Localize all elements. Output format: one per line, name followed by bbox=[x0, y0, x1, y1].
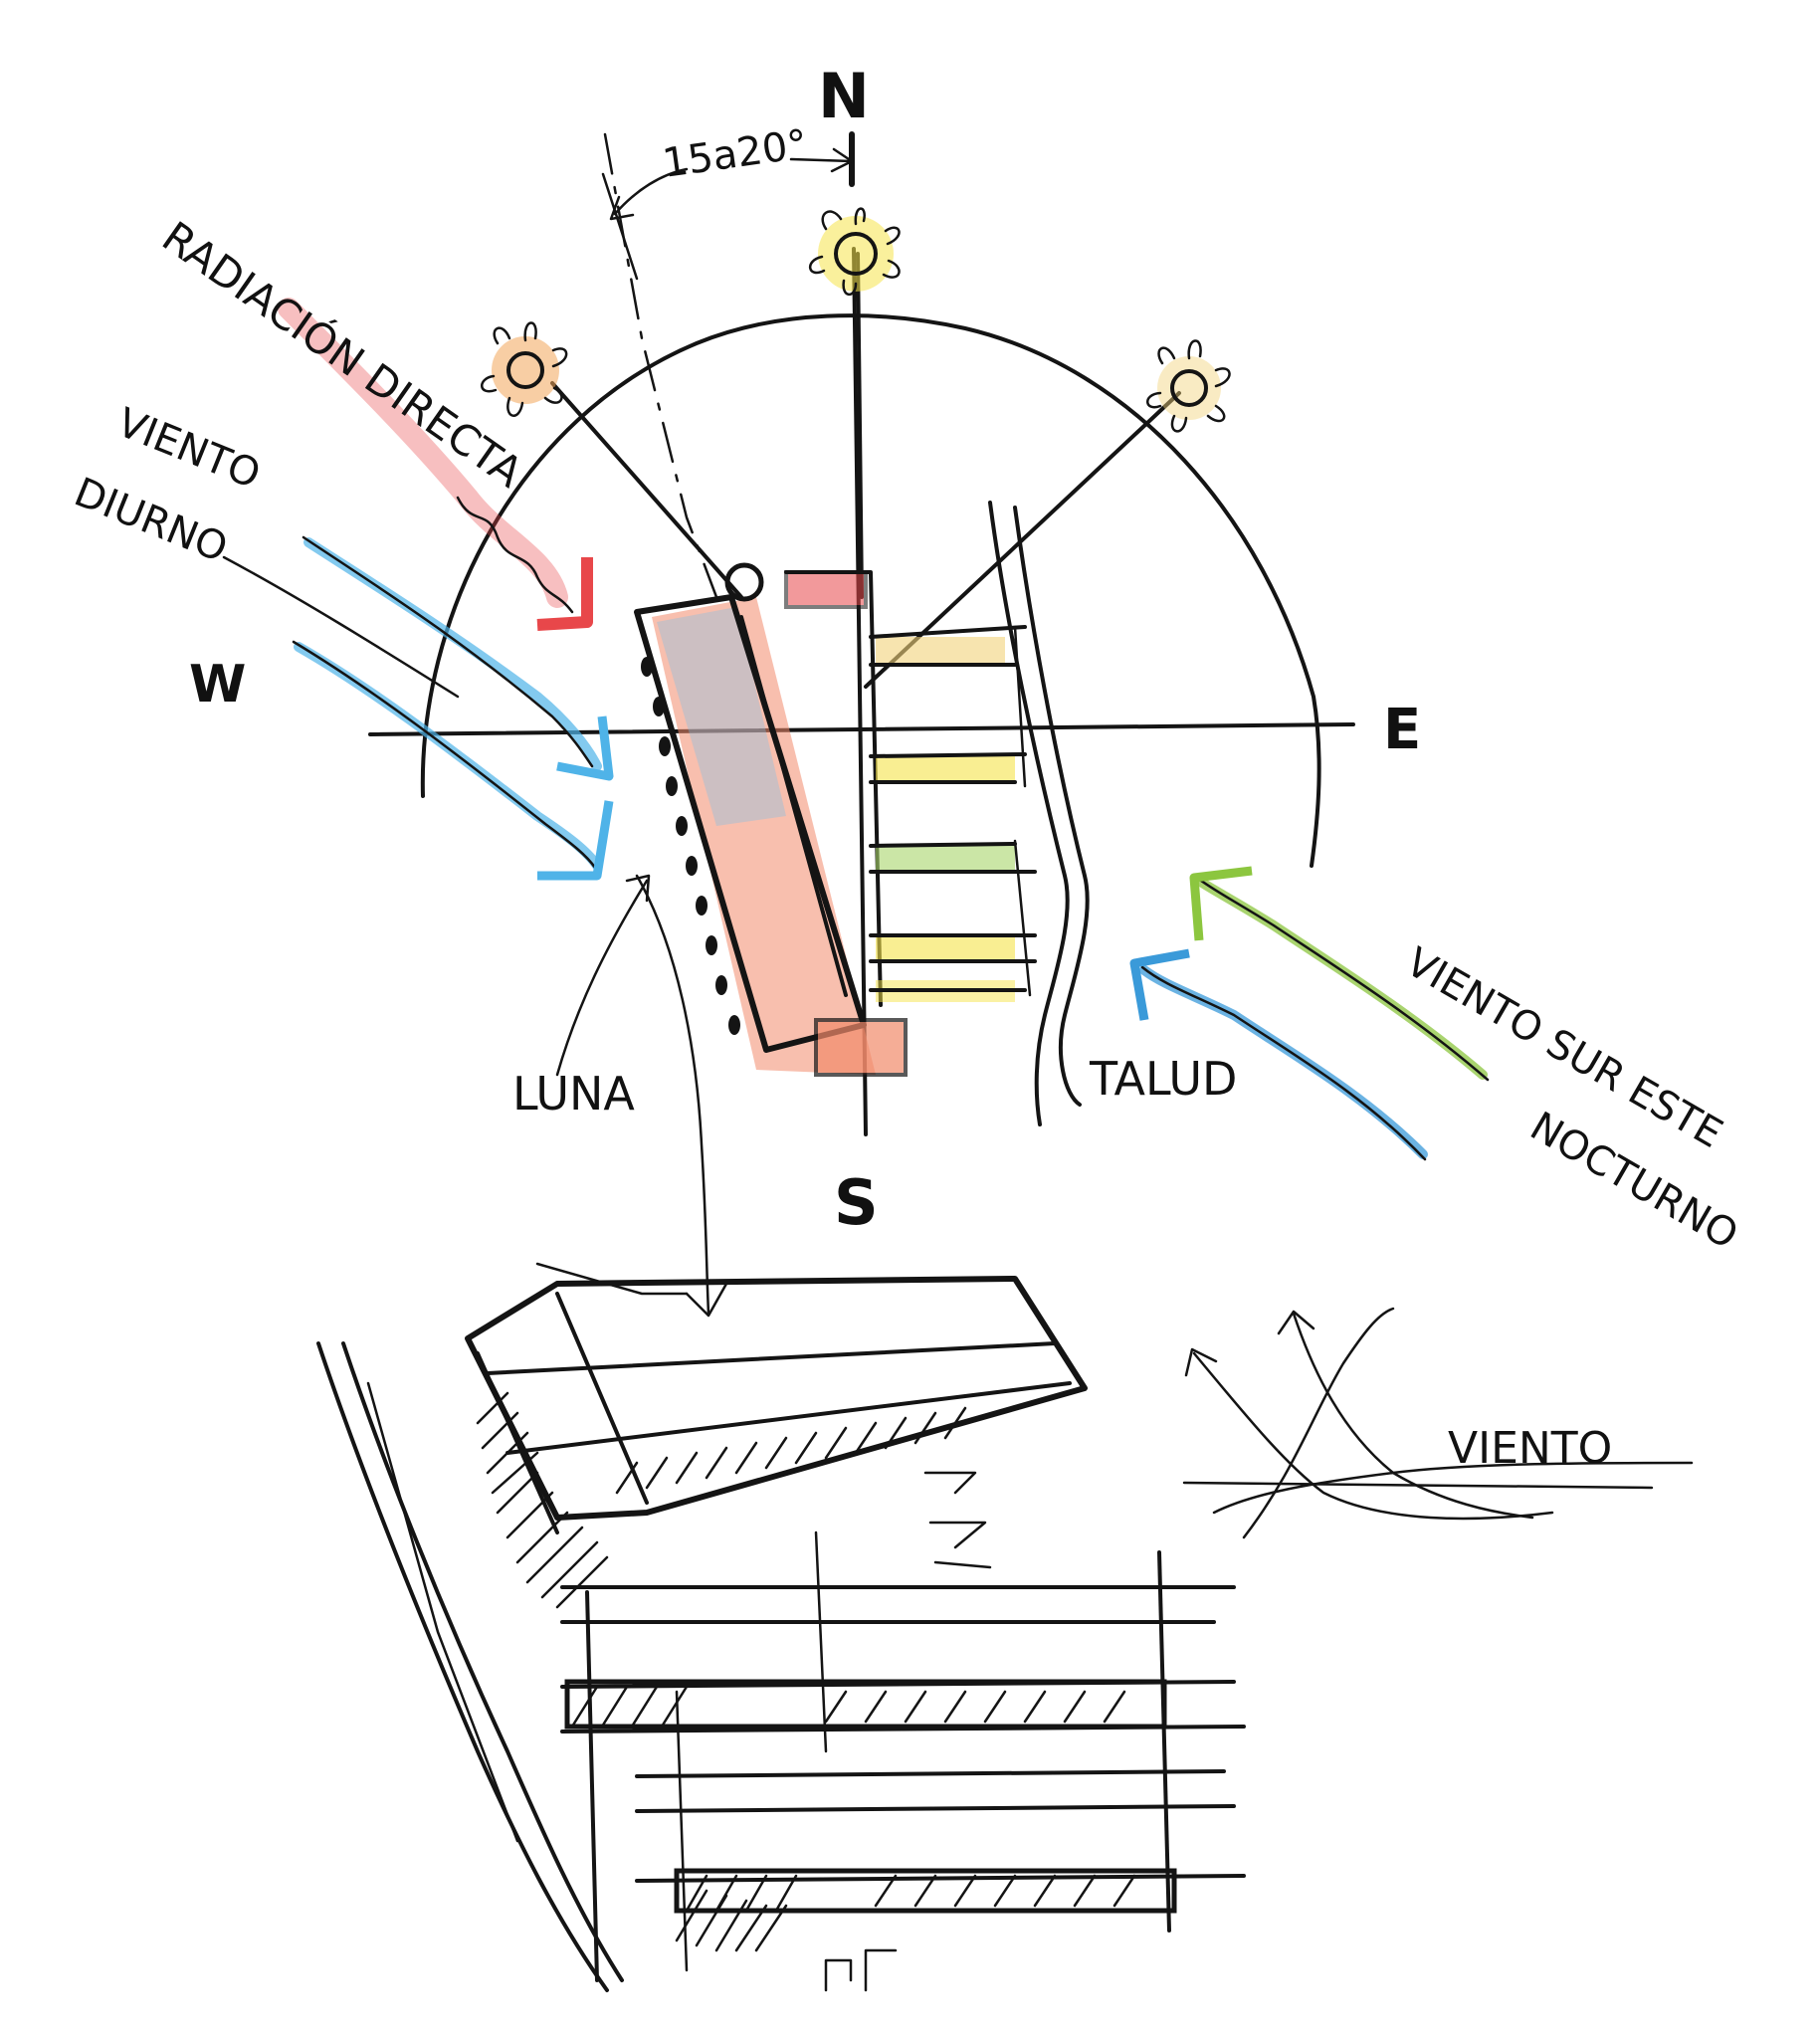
cantilever-hatching bbox=[615, 1406, 967, 1495]
wind-label: VIENTO bbox=[1448, 1423, 1612, 1474]
compass-north-label: N bbox=[818, 60, 870, 132]
moon-arrow bbox=[555, 874, 651, 1077]
sun-north-glow bbox=[818, 216, 894, 292]
angle-arrow-right bbox=[830, 147, 854, 173]
slope-lines bbox=[988, 501, 1090, 1126]
east-louvers bbox=[869, 625, 1037, 1002]
wind-curves bbox=[1182, 1307, 1694, 1539]
angle-label: 15a20° bbox=[660, 121, 810, 187]
sun-east-glow bbox=[1157, 356, 1221, 420]
building-top-block bbox=[784, 570, 868, 609]
building-fill bbox=[652, 597, 876, 1075]
west-colonnade bbox=[641, 657, 740, 1035]
building-fill-blue bbox=[657, 607, 786, 826]
angle-dimension-line bbox=[789, 157, 854, 163]
angle-dimension-arc bbox=[613, 167, 689, 216]
sun-east bbox=[1146, 339, 1231, 433]
moon-label: LUNA bbox=[512, 1067, 635, 1121]
sun-ray-north bbox=[856, 252, 864, 599]
sun-east-rays bbox=[1146, 339, 1231, 433]
angle-arrow-left bbox=[609, 195, 635, 221]
compass-east-label: E bbox=[1383, 698, 1421, 762]
section-sketch bbox=[316, 1262, 1694, 1992]
entry-node bbox=[724, 562, 764, 602]
sun-ray-west bbox=[550, 381, 743, 599]
rotated-axis-dashed bbox=[603, 132, 718, 599]
sun-west-rays bbox=[481, 321, 568, 417]
section-connector-arc bbox=[635, 874, 710, 1316]
sun-west-icon bbox=[506, 351, 544, 389]
sun-north bbox=[809, 207, 901, 297]
night-wind-arrows bbox=[1129, 866, 1490, 1161]
lower-terraces bbox=[560, 1471, 1246, 1992]
sun-north-rays bbox=[809, 207, 901, 297]
section-connector-arrow bbox=[685, 1282, 728, 1318]
compass-south-label: S bbox=[834, 1166, 879, 1239]
day-wind-label-1: VIENTO bbox=[110, 400, 267, 499]
building-end-block bbox=[814, 1018, 908, 1077]
day-wind-arrows bbox=[222, 535, 614, 881]
sun-path-arc bbox=[420, 313, 1321, 868]
base-hatching bbox=[476, 1391, 609, 1609]
building-plan bbox=[634, 562, 1037, 1077]
rotated-axis-top bbox=[601, 172, 639, 281]
sun-north-icon bbox=[834, 232, 878, 276]
compass-west-label: W bbox=[189, 655, 246, 714]
north-south-axis bbox=[852, 247, 868, 1136]
sun-west-glow bbox=[492, 336, 559, 404]
building-inner-wall bbox=[739, 615, 848, 997]
radiation-arrow-head bbox=[536, 557, 593, 631]
sun-west bbox=[481, 321, 568, 417]
day-wind-label-2: DIURNO bbox=[68, 470, 234, 572]
slope-label: TALUD bbox=[1089, 1052, 1237, 1106]
sun-east-icon bbox=[1170, 369, 1208, 407]
radiation-arrow bbox=[278, 298, 593, 631]
